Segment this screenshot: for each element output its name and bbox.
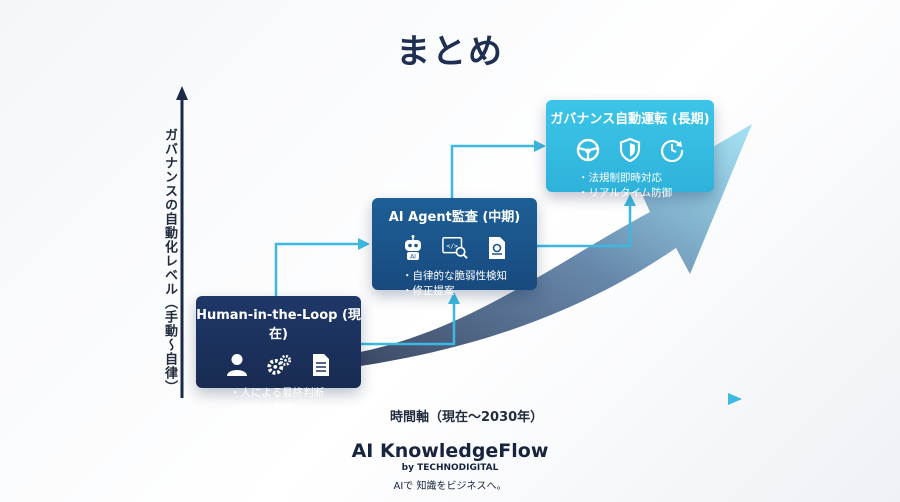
document-icon [308,352,334,378]
bullet-item: 効率化重視 [230,401,361,416]
bullet-item: 修正提案 [402,284,537,299]
stage-card-midterm: AI Agent監査 (中期) AI </> 自律的な脆弱性検知 修正提案 [372,198,537,297]
gears-icon [266,352,292,378]
stage-card-longterm: ガバナンス自動運転 (長期) 法規制即時対応 リアルタイム防御 [546,100,714,199]
robot-ai-icon: AI [400,235,426,261]
stage-bullets: 法規制即時対応 リアルタイム防御 [578,171,714,201]
connector-4 [537,204,632,248]
code-search-icon: </> [441,235,468,261]
x-axis-label: 時間軸（現在～2030年） [390,410,544,425]
stage-title: ガバナンス自動運転 (長期) [550,112,710,127]
svg-text:</>: </> [446,242,458,250]
brand-byline: by TECHNODIGITAL [401,463,499,473]
page-title: まとめ [396,32,504,72]
steering-wheel-icon [575,137,601,163]
bullet-item: リアルタイム防御 [578,186,714,201]
person-icon [224,352,250,378]
connector-1-arrowhead [358,238,370,250]
bullet-item: 自律的な脆弱性検知 [402,269,537,284]
bullet-item: 法規制即時対応 [578,171,714,186]
stage-card-current: Human-in-the-Loop (現在) 人による最終判断 効率化重視 [196,296,361,414]
y-axis-arrowhead [176,86,188,100]
connector-2-arrowhead [534,140,546,152]
brand-tagline: AIで 知識をビジネスへ。 [393,481,507,492]
clock-icon [659,137,685,163]
stage-title: Human-in-the-Loop (現在) [196,308,361,342]
connector-3 [361,302,456,346]
brand-name: AI KnowledgeFlow [351,440,549,462]
stage-bullets: 自律的な脆弱性検知 修正提案 [402,269,537,299]
connector-2 [450,144,536,198]
stage-title: AI Agent監査 (中期) [388,210,521,225]
x-axis-arrowhead [728,393,742,405]
bullet-item: 人による最終判断 [230,386,361,401]
shield-icon [617,137,643,163]
report-icon [484,235,510,261]
svg-text:AI: AI [410,254,416,261]
stage-bullets: 人による最終判断 効率化重視 [230,386,361,416]
y-axis-label: ガバナンスの自動化レベル（手動～自律） [162,128,177,394]
connector-1 [274,242,360,296]
